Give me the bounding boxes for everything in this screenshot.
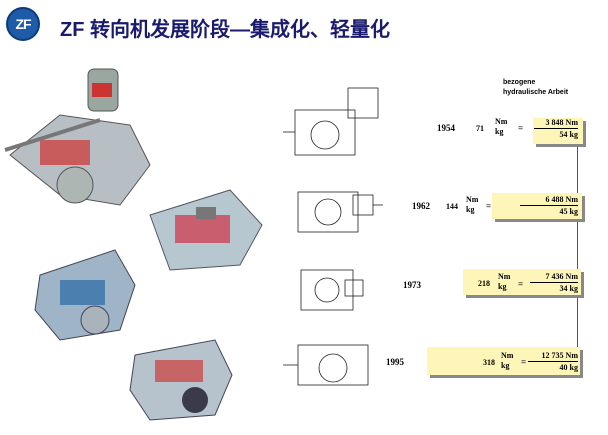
zf-logo-text: ZF <box>15 16 31 32</box>
unit-bottom: kg <box>498 282 507 291</box>
drawing-1962 <box>297 191 383 233</box>
unit-bottom: kg <box>501 361 510 370</box>
year-1962: 1962 <box>412 201 430 211</box>
year-1995: 1995 <box>386 357 404 367</box>
fraction-top: 7 436 Nm <box>530 271 578 283</box>
unit-bottom: kg <box>466 205 475 214</box>
steering-gear-photos <box>4 68 263 421</box>
ratio-1962: 144 <box>446 202 458 211</box>
fraction-top: 6 488 Nm <box>520 194 578 206</box>
header-line-1: bezogene <box>503 79 536 86</box>
steering-gear-photo-1995 <box>129 339 233 421</box>
unit-bottom: kg <box>495 127 504 136</box>
ratio-1973: 218 <box>478 279 490 288</box>
unit-top: Nm <box>495 117 508 126</box>
header-line-2: hydraulische Arbeit <box>503 89 569 96</box>
drawing-1973 <box>300 269 364 311</box>
equals-1973: = <box>518 279 524 289</box>
fraction-bottom: 54 kg <box>559 130 578 139</box>
steering-gear-photo-1962 <box>149 189 263 271</box>
equals-1962: = <box>486 201 492 211</box>
technical-drawings <box>283 87 383 386</box>
equals-1995: = <box>521 357 527 367</box>
steering-gear-photo-1973 <box>34 249 136 341</box>
steering-gear-photo-1954 <box>4 68 151 206</box>
unit-top: Nm <box>498 272 511 281</box>
result-box-1962 <box>492 193 582 219</box>
page-title: ZF 转向机发展阶段—集成化、轻量化 <box>60 19 390 41</box>
year-1973: 1973 <box>403 280 421 290</box>
ratio-1954: 71 <box>476 124 484 133</box>
hydraulic-work-header: bezogene hydraulische Arbeit <box>503 78 568 98</box>
fraction-top: 3 848 Nm <box>534 117 578 129</box>
ratio-1995: 318 <box>483 358 495 367</box>
unit-top: Nm <box>466 195 479 204</box>
fraction-bottom: 45 kg <box>559 207 578 216</box>
equals-1954: = <box>518 123 524 133</box>
year-1954: 1954 <box>437 123 455 133</box>
zf-logo: ZF <box>6 7 40 41</box>
fraction-bottom: 40 kg <box>559 363 578 372</box>
result-box-1954 <box>533 118 583 144</box>
drawing-1954 <box>283 87 379 156</box>
drawing-1995 <box>283 344 369 386</box>
connector-line <box>577 140 578 370</box>
unit-top: Nm <box>501 351 514 360</box>
fraction-bottom: 34 kg <box>559 284 578 293</box>
fraction-top: 12 735 Nm <box>528 350 578 362</box>
